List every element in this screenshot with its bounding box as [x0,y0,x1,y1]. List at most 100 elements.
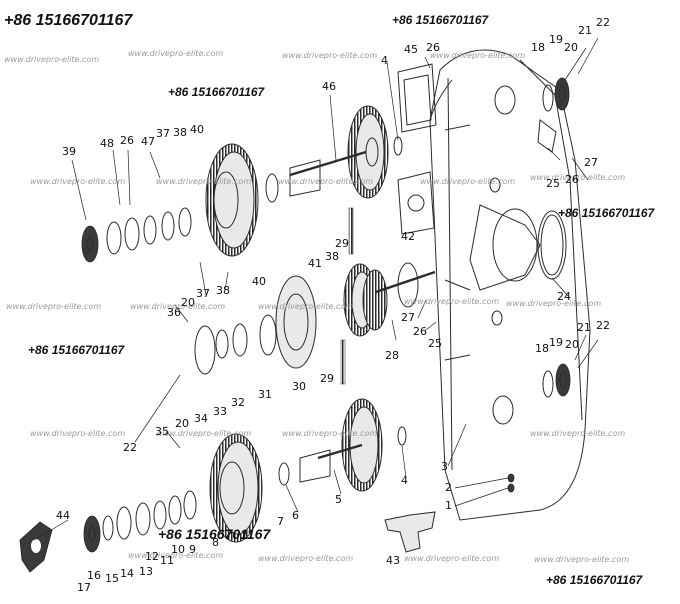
callout-number: 22 [123,441,137,454]
callout-number: 41 [308,257,322,270]
callout-number: 10 [171,543,185,556]
callout-number: 20 [181,296,195,309]
callout-number: 1 [445,499,452,512]
watermark: www.drivepro-elite.com [128,551,224,560]
callout-number: 6 [292,509,299,522]
callout-number: 38 [325,250,339,263]
callout-number: 5 [335,493,342,506]
callout-number: 22 [596,16,610,29]
leader-lines [33,37,599,541]
callout-number: 27 [401,311,415,324]
callout-number: 20 [175,417,189,430]
phone-number: +86 15166701167 [158,526,271,542]
watermark: www.drivepro-elite.com [156,177,252,186]
callout-number: 26 [413,325,427,338]
phone-number: +86 15166701167 [28,343,125,357]
callout-number: 34 [194,412,208,425]
watermark: www.drivepro-elite.com [282,429,378,438]
callout-number: 29 [335,237,349,250]
gear-5 [278,398,407,492]
cover-plate-45 [397,63,437,133]
callout-number: 8 [212,536,219,549]
callout-number: 20 [565,338,579,351]
callout-number: 11 [160,554,174,567]
callout-number: 16 [87,569,101,582]
callout-number: 24 [557,290,571,303]
watermark: www.drivepro-elite.com [278,177,374,186]
callout-number: 21 [578,24,592,37]
callout-number: 36 [167,306,181,319]
bracket-44 [19,521,53,573]
callout-number: 4 [401,474,408,487]
phone-number: +86 15166701167 [546,573,643,587]
callout-number: 28 [385,349,399,362]
callout-number: 45 [404,43,418,56]
callout-number: 37 [156,127,170,140]
watermark: www.drivepro-elite.com [420,177,516,186]
watermark: www.drivepro-elite.com [404,297,500,306]
callout-number: 47 [141,135,155,148]
watermark: www.drivepro-elite.com [404,554,500,563]
callout-number: 48 [100,137,114,150]
callout-number: 7 [277,515,284,528]
callout-number: 32 [231,396,245,409]
phone-number: +86 15166701167 [168,85,265,99]
callout-number: 26 [120,134,134,147]
callout-number: 33 [213,405,227,418]
callout-number: 18 [535,342,549,355]
watermark: www.drivepro-elite.com [30,429,126,438]
callout-number: 46 [322,80,336,93]
gear-cluster-28 [340,207,436,385]
callout-number: 19 [549,33,563,46]
callout-number: 31 [258,388,272,401]
callout-number: 18 [531,41,545,54]
gearbox-housing [429,49,591,521]
watermark: www.drivepro-elite.com [30,177,126,186]
watermark: www.drivepro-elite.com [258,554,354,563]
callout-number: 35 [155,425,169,438]
watermark: www.drivepro-elite.com [506,299,602,308]
callout-number: 20 [564,41,578,54]
cover-plate-42 [397,171,435,235]
watermark: www.drivepro-elite.com [4,55,100,64]
phone-number: +86 15166701167 [4,12,133,29]
callout-number: 30 [292,380,306,393]
callout-number: 4 [381,54,388,67]
callout-number: 22 [596,319,610,332]
clip-43 [384,511,436,553]
callout-number: 12 [145,550,159,563]
upper-hub-assembly [81,143,279,263]
callout-number: 21 [577,321,591,334]
callout-number: 29 [320,372,334,385]
callout-number: 19 [549,336,563,349]
watermark: www.drivepro-elite.com [430,51,526,60]
callout-number: 9 [189,543,196,556]
callout-number: 17 [77,581,91,594]
right-bearings-lower [542,363,571,398]
right-bearings-upper [537,77,570,153]
callout-number: 15 [105,572,119,585]
callout-number: 37 [196,287,210,300]
callout-number: 3 [441,460,448,473]
watermark: www.drivepro-elite.com [6,302,102,311]
callout-number: 14 [120,567,134,580]
callout-number: 40 [190,123,204,136]
middle-hub-assembly [194,275,317,375]
callout-number: 38 [173,126,187,139]
watermark: www.drivepro-elite.com [530,173,626,182]
callout-number: 42 [401,230,415,243]
seal-ring-24 [537,210,567,280]
watermark: www.drivepro-elite.com [130,302,226,311]
callout-number: 40 [252,275,266,288]
callout-number: 26 [565,173,579,186]
callout-number: 2 [445,481,452,494]
callout-number: 38 [216,284,230,297]
callout-number: 13 [139,565,153,578]
callout-number: 25 [428,337,442,350]
callout-number: 39 [62,145,76,158]
watermark: www.drivepro-elite.com [534,555,630,564]
lower-hub-assembly [83,433,263,553]
watermark: www.drivepro-elite.com [128,49,224,58]
